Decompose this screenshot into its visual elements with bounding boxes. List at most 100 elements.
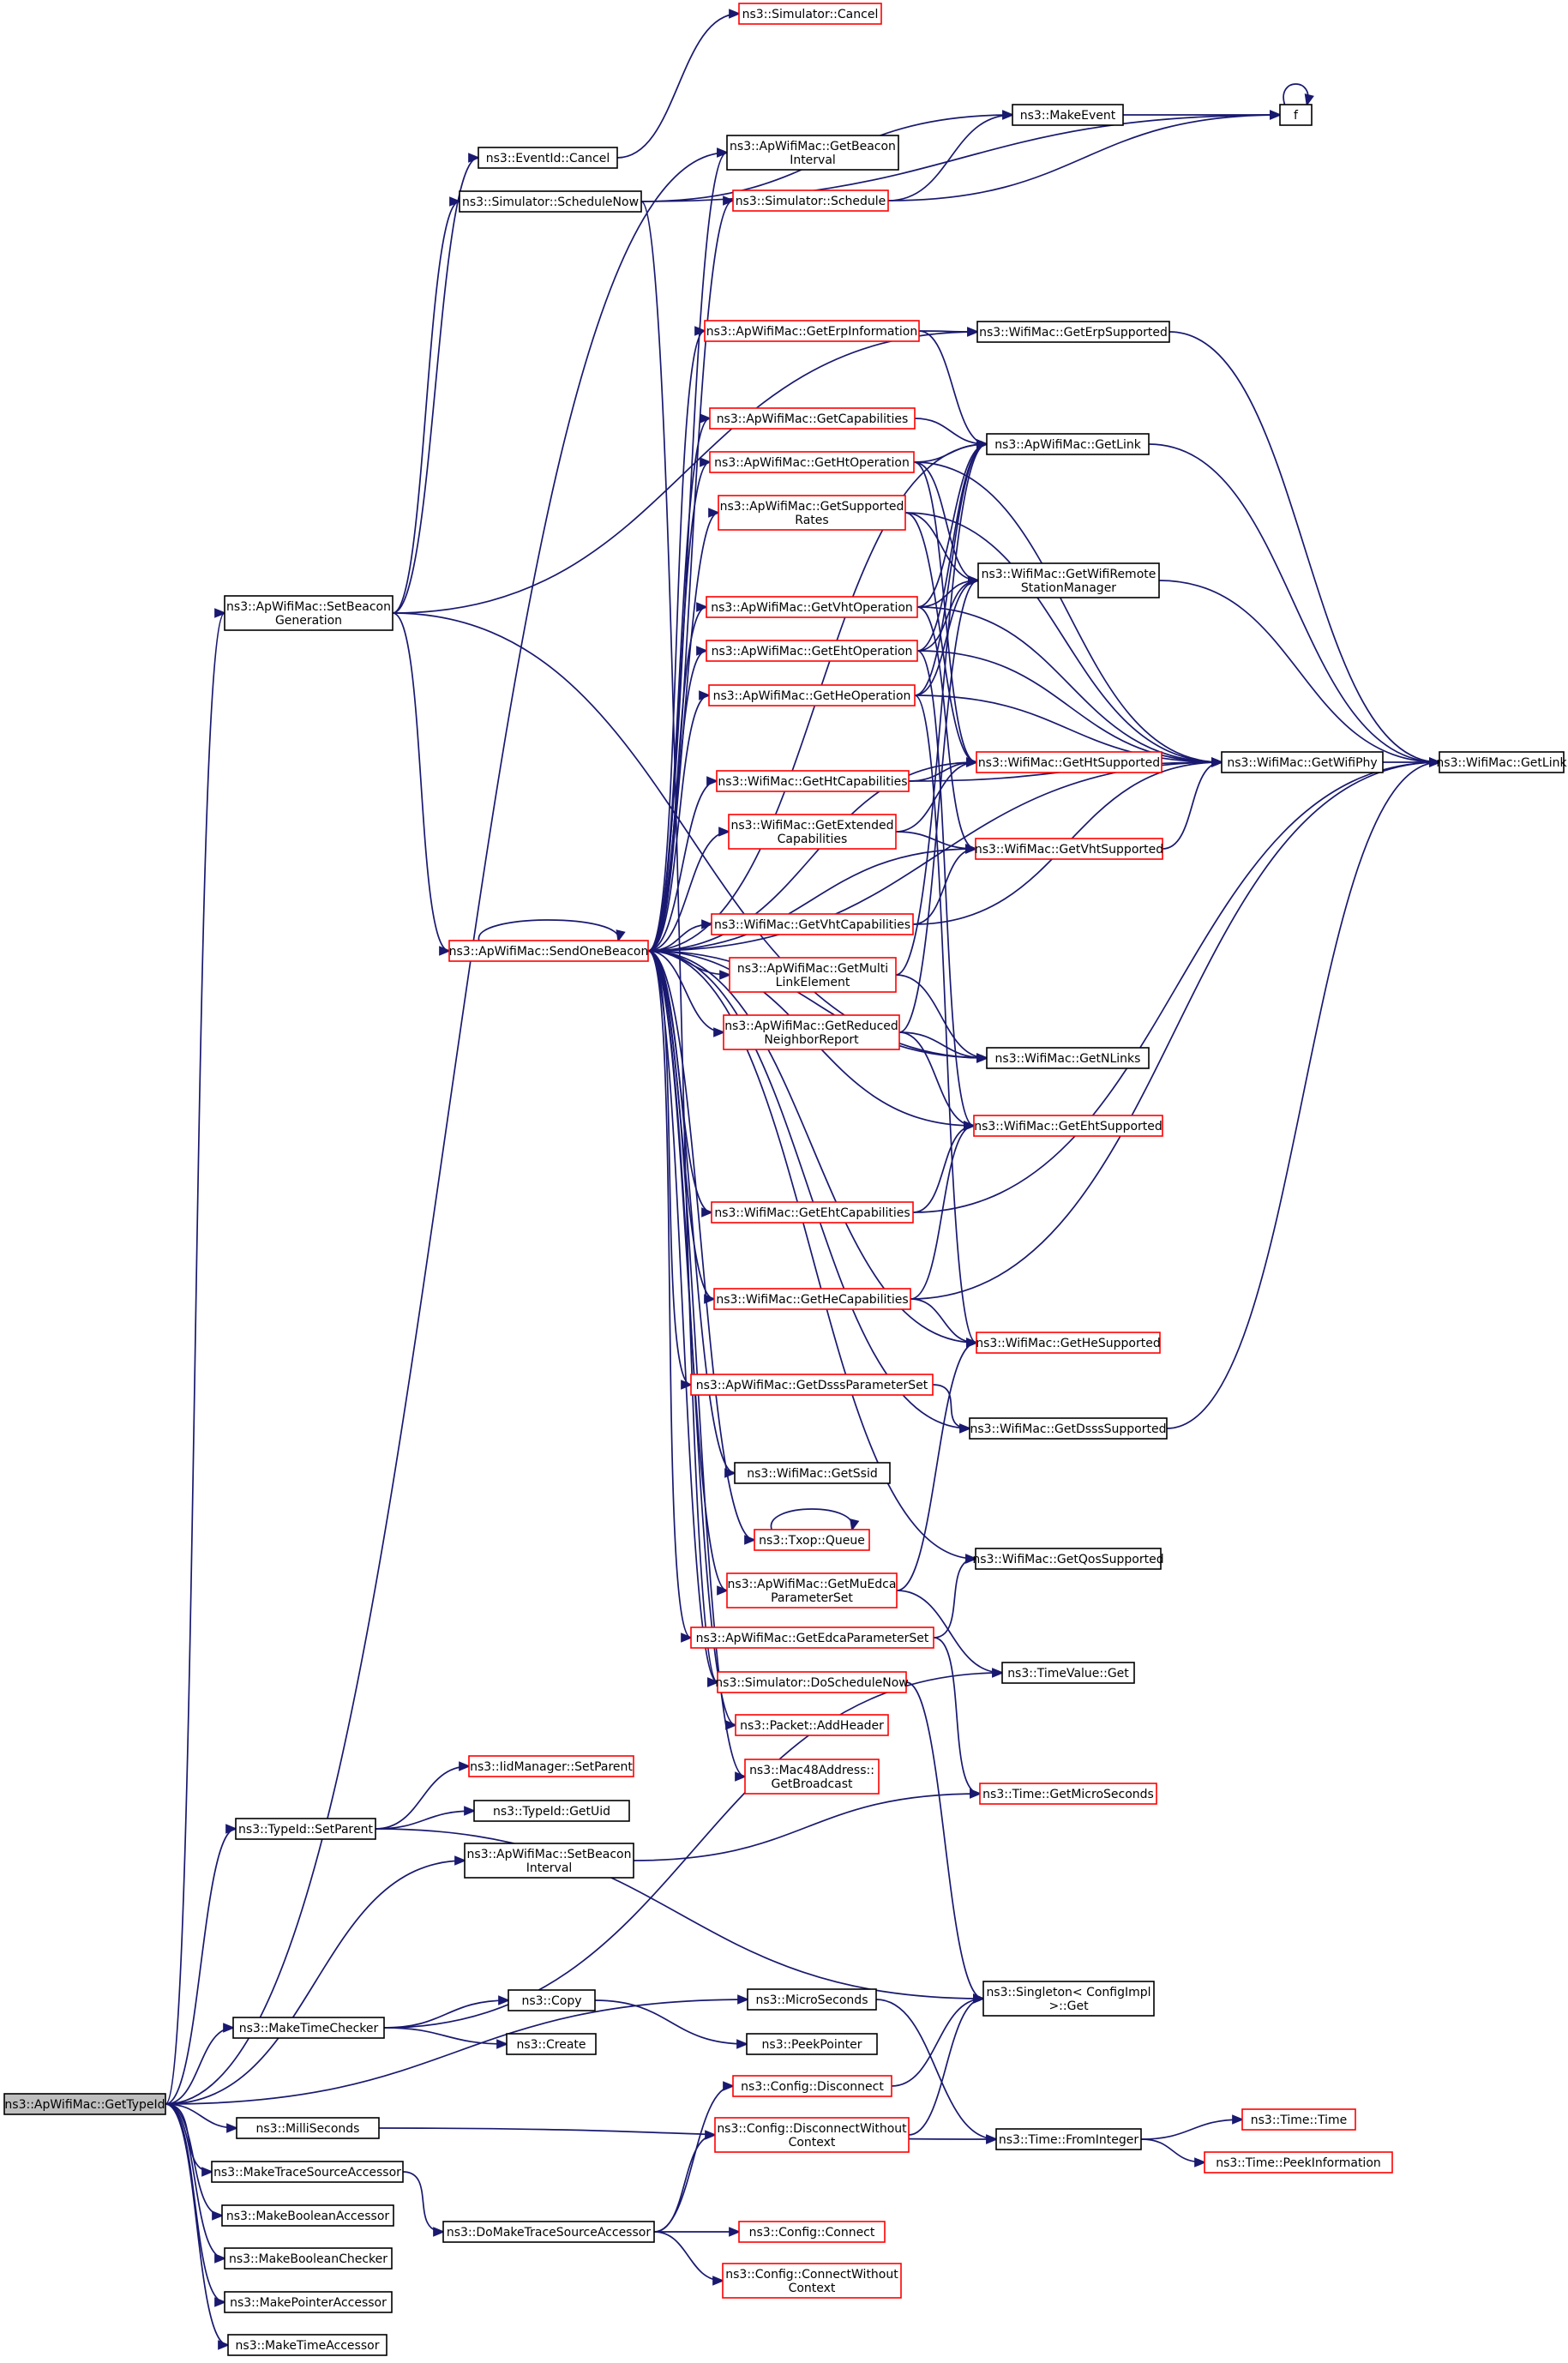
node-get-eht-supported[interactable]: ns3::WifiMac::GetEhtSupported — [973, 1115, 1163, 1137]
node-do-schedule-now[interactable]: ns3::Simulator::DoScheduleNow — [715, 1671, 909, 1693]
node-get-vht-supported[interactable]: ns3::WifiMac::GetVhtSupported — [975, 838, 1163, 860]
node-get-nlinks[interactable]: ns3::WifiMac::GetNLinks — [986, 1047, 1150, 1069]
edge-type-id-set-parent-to-get-uid — [375, 1806, 477, 1830]
node-get-edca-param[interactable]: ns3::ApWifiMac::GetEdcaParameterSet — [690, 1626, 934, 1649]
node-get-vht-operation[interactable]: ns3::ApWifiMac::GetVhtOperation — [706, 596, 918, 618]
node-get-he-supported[interactable]: ns3::WifiMac::GetHeSupported — [976, 1332, 1161, 1354]
node-get-ht-supported[interactable]: ns3::WifiMac::GetHtSupported — [976, 751, 1162, 773]
node-send-one-beacon[interactable]: ns3::ApWifiMac::SendOneBeacon — [448, 940, 649, 962]
node-time-value-get[interactable]: ns3::TimeValue::Get — [1001, 1662, 1135, 1684]
edge-line — [647, 950, 755, 1541]
node-label: Interval — [526, 1861, 573, 1875]
node-get-type-id[interactable]: ns3::ApWifiMac::GetTypeId — [3, 2093, 166, 2115]
edge-get-type-id-to-get-beacon-interval — [165, 147, 730, 2105]
node-box — [729, 957, 897, 993]
node-get-wifi-remote[interactable]: ns3::WifiMac::GetWifiRemoteStationManage… — [977, 562, 1160, 598]
node-iid-set-parent[interactable]: ns3::IidManager::SetParent — [468, 1755, 634, 1777]
node-make-boolean-checker[interactable]: ns3::MakeBooleanChecker — [224, 2247, 393, 2270]
edge-line — [653, 2134, 716, 2233]
edge-line — [653, 2085, 734, 2233]
node-time-from-integer[interactable]: ns3::Time::FromInteger — [995, 2128, 1142, 2150]
node-txop-queue[interactable]: ns3::Txop::Queue — [754, 1529, 870, 1551]
node-get-dsss-param[interactable]: ns3::ApWifiMac::GetDsssParameterSet — [690, 1374, 934, 1396]
node-schedule-now[interactable]: ns3::Simulator::ScheduleNow — [459, 190, 642, 213]
node-get-wifi-phy[interactable]: ns3::WifiMac::GetWifiPhy — [1221, 751, 1384, 773]
node-get-micro-seconds[interactable]: ns3::Time::GetMicroSeconds — [979, 1783, 1157, 1805]
node-get-qos-supported[interactable]: ns3::WifiMac::GetQosSupported — [972, 1548, 1164, 1570]
node-get-capabilities[interactable]: ns3::ApWifiMac::GetCapabilities — [709, 407, 916, 430]
node-get-ht-capabilities[interactable]: ns3::WifiMac::GetHtCapabilities — [716, 770, 910, 792]
node-milli-seconds[interactable]: ns3::MilliSeconds — [236, 2117, 380, 2139]
node-copy[interactable]: ns3::Copy — [508, 1989, 596, 2011]
node-do-make-tsa[interactable]: ns3::DoMakeTraceSourceAccessor — [442, 2221, 655, 2243]
node-micro-seconds[interactable]: ns3::MicroSeconds — [747, 1988, 877, 2011]
edge-get-multi-link-to-ap-get-link — [895, 439, 989, 976]
node-label: Generation — [275, 614, 342, 628]
node-get-vht-capabilities[interactable]: ns3::WifiMac::GetVhtCapabilities — [711, 913, 914, 935]
node-f[interactable]: f — [1279, 104, 1313, 126]
node-make-time-checker[interactable]: ns3::MakeTimeChecker — [232, 2017, 385, 2039]
node-label: ns3::Time::GetMicroSeconds — [982, 1788, 1154, 1801]
node-get-broadcast[interactable]: ns3::Mac48Address::GetBroadcast — [744, 1759, 880, 1795]
node-sim-schedule[interactable]: ns3::Simulator::Schedule — [732, 189, 889, 212]
node-box — [232, 2017, 385, 2039]
node-make-boolean-accessor[interactable]: ns3::MakeBooleanAccessor — [221, 2204, 394, 2227]
node-get-erp-supported[interactable]: ns3::WifiMac::GetErpSupported — [976, 321, 1170, 343]
edge-line — [1168, 331, 1440, 763]
node-config-disconnect[interactable]: ns3::Config::Disconnect — [732, 2075, 892, 2097]
node-get-uid[interactable]: ns3::TypeId::GetUid — [473, 1800, 630, 1822]
node-ap-get-link[interactable]: ns3::ApWifiMac::GetLink — [986, 433, 1150, 455]
node-singleton-get[interactable]: ns3::Singleton< ConfigImpl >::Get — [982, 1981, 1155, 2017]
node-label: ns3::ApWifiMac::GetLink — [994, 438, 1142, 452]
node-label: ns3::TypeId::SetParent — [238, 1823, 373, 1837]
node-get-erp-information[interactable]: ns3::ApWifiMac::GetErpInformation — [704, 320, 920, 342]
node-get-he-capabilities[interactable]: ns3::WifiMac::GetHeCapabilities — [713, 1288, 911, 1310]
node-make-time-accessor[interactable]: ns3::MakeTimeAccessor — [227, 2334, 387, 2356]
node-box — [464, 1843, 634, 1879]
node-add-header[interactable]: ns3::Packet::AddHeader — [735, 1714, 889, 1736]
node-get-ssid[interactable]: ns3::WifiMac::GetSsid — [734, 1462, 891, 1484]
edge-set-beacon-generation-to-schedule-now — [392, 196, 462, 614]
edge-send-one-beacon-to-get-ext-cap — [647, 827, 731, 952]
node-make-trace-source-accessor[interactable]: ns3::MakeTraceSourceAccessor — [211, 2161, 404, 2183]
node-simulator-cancel[interactable]: ns3::Simulator::Cancel — [738, 3, 882, 25]
edge-send-one-beacon-to-get-vht-operation — [647, 602, 709, 952]
node-event-id-cancel[interactable]: ns3::EventId::Cancel — [478, 147, 618, 169]
node-get-eht-operation[interactable]: ns3::ApWifiMac::GetEhtOperation — [706, 640, 918, 662]
edge-arrowhead — [967, 327, 980, 337]
node-peek-information[interactable]: ns3::Time::PeekInformation — [1204, 2151, 1393, 2174]
node-peek-pointer[interactable]: ns3::PeekPointer — [746, 2033, 878, 2055]
node-type-id-set-parent[interactable]: ns3::TypeId::SetParent — [235, 1818, 376, 1840]
edge-config-disconnect-wc-to-singleton-get — [908, 1993, 986, 2136]
node-get-he-operation[interactable]: ns3::ApWifiMac::GetHeOperation — [708, 684, 916, 706]
node-label: Rates — [795, 514, 828, 527]
edge-line — [887, 114, 1281, 201]
node-label: ns3::Txop::Queue — [759, 1534, 865, 1548]
edge-get-dsss-supported-to-wifi-get-link — [1166, 757, 1442, 1429]
node-box — [459, 190, 642, 213]
node-config-connect[interactable]: ns3::Config::Connect — [738, 2221, 886, 2243]
node-box — [221, 2204, 394, 2227]
node-make-event[interactable]: ns3::MakeEvent — [1012, 104, 1124, 126]
node-wifi-get-link[interactable]: ns3::WifiMac::GetLink — [1436, 751, 1567, 773]
node-get-eht-capabilities[interactable]: ns3::WifiMac::GetEhtCapabilities — [711, 1201, 914, 1224]
node-label: ns3::WifiMac::GetHtCapabilities — [718, 775, 907, 789]
node-get-ht-operation[interactable]: ns3::ApWifiMac::GetHtOperation — [709, 451, 915, 473]
edge-get-dsss-param-to-get-dsss-supported — [932, 1384, 972, 1434]
node-make-pointer-accessor[interactable]: ns3::MakePointerAccessor — [224, 2291, 393, 2313]
edge-line — [165, 612, 225, 2105]
node-get-dsss-supported[interactable]: ns3::WifiMac::GetDsssSupported — [969, 1417, 1168, 1440]
node-box — [506, 2033, 597, 2055]
node-time-time[interactable]: ns3::Time::Time — [1241, 2108, 1356, 2131]
node-create[interactable]: ns3::Create — [506, 2033, 597, 2055]
